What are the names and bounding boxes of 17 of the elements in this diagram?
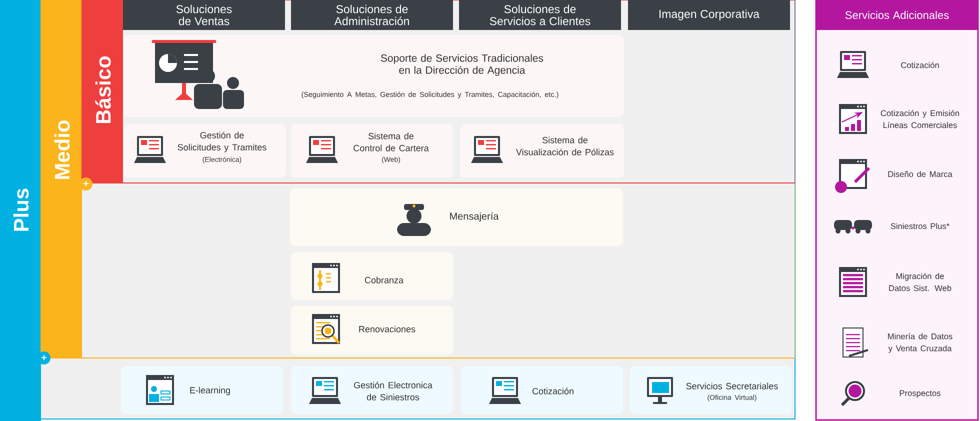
service-item: Cotización bbox=[901, 62, 939, 68]
service-card: Sistema de Visualización de Pólizas bbox=[460, 124, 624, 178]
service-card: Mensajería bbox=[290, 188, 623, 246]
column-header: Imagen Corporativa bbox=[628, 0, 790, 30]
service-card: Cotización bbox=[461, 366, 623, 414]
service-item: Diseño de Marca bbox=[888, 170, 952, 178]
column-header: Soluciones de Ventas bbox=[123, 0, 285, 30]
service-item: Siniestros Plus* bbox=[890, 222, 950, 230]
plus-badge: + bbox=[38, 352, 50, 364]
service-item: Minería de Datos y Venta Cruzada bbox=[888, 333, 952, 353]
column-header: Soluciones de Servicios a Clientes bbox=[459, 0, 621, 30]
column-header: Soluciones de Administración bbox=[291, 0, 453, 30]
service-item: Prospectos bbox=[900, 390, 940, 398]
plus-badge: + bbox=[80, 178, 92, 190]
service-item: Migración de Datos Sist. Web bbox=[889, 272, 952, 292]
service-item: Cotización y Emisión Líneas Comerciales bbox=[880, 110, 959, 128]
service-card: Gestión Electronica de Siniestros bbox=[291, 366, 453, 414]
